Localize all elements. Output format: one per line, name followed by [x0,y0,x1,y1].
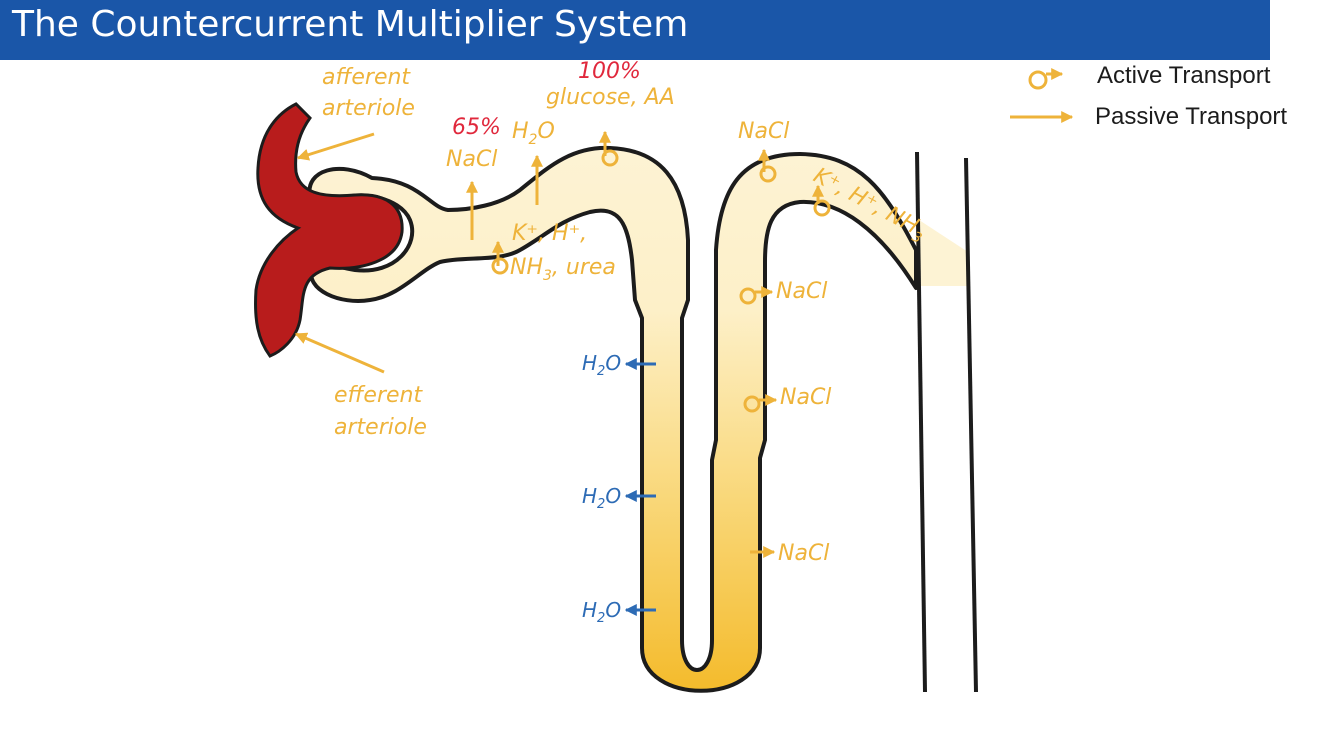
efferent-label-2: arteriole [334,415,427,440]
renal-tubule [307,145,918,693]
page-title: The Countercurrent Multiplier System [12,4,689,45]
glucose-label: glucose, AA [546,85,675,110]
h2o-label-3: H2O [582,598,621,626]
distal-tubule-fill [916,218,968,286]
h2o-label-1: H2O [582,351,621,379]
title-bar: The Countercurrent Multiplier System [0,0,1270,60]
h2o-proximal-label: H2O [512,119,555,148]
legend-active-label: Active Transport [1097,62,1271,89]
collecting-duct-wall-right [964,157,978,693]
h2o-label-2: H2O [582,484,621,512]
nacl-label-2: NaCl [780,385,831,410]
k-h-label: K⁺, H⁺, [512,221,587,246]
active-transport-icon [1028,68,1064,90]
arteriole-vessel [254,102,404,358]
legend-passive-label: Passive Transport [1095,103,1288,130]
pct-65-label: 65% [452,115,501,140]
nacl-label-3: NaCl [778,541,829,566]
nacl-proximal-label: NaCl [446,147,497,172]
efferent-label-1: efferent [334,383,423,408]
collecting-duct-wall-left [915,151,927,693]
afferent-label-2: arteriole [322,96,415,121]
afferent-label-1: afferent [322,65,411,90]
nacl-ascending-top-label: NaCl [738,119,789,144]
nh3-urea-label: NH3, urea [510,255,616,284]
pct-100-label: 100% [578,59,641,84]
nacl-label-1: NaCl [776,279,827,304]
